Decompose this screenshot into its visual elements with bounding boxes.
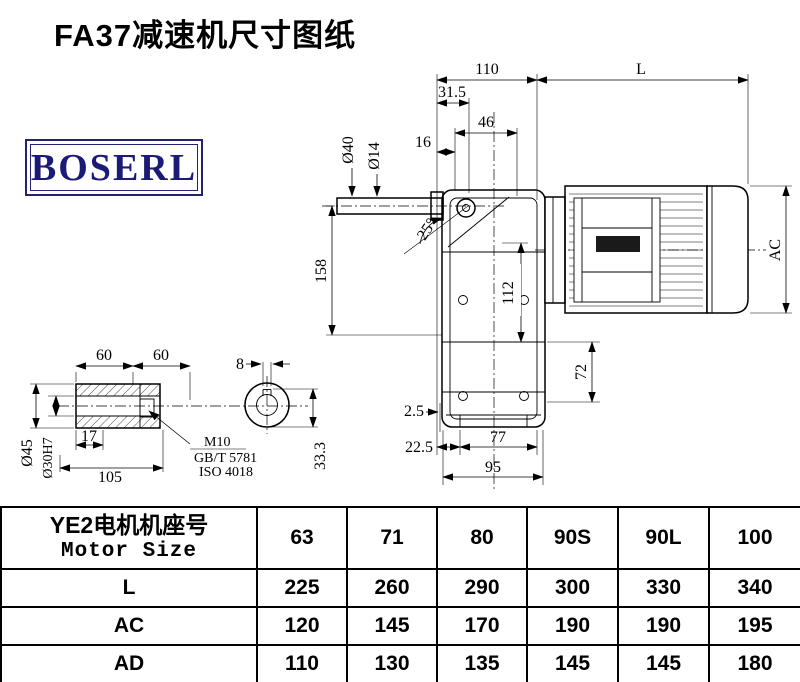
- dim-112: 112: [500, 281, 517, 304]
- gearbox-housing: [441, 189, 546, 428]
- header-col-63: 63: [256, 506, 348, 570]
- cell-AC-90s: 190: [526, 606, 619, 646]
- dim-31-5: 31.5: [438, 84, 466, 101]
- cell-AD-100: 180: [708, 644, 800, 682]
- row-label-AD: AD: [0, 644, 258, 682]
- dimension-drawing: 110 L 31.5 46 16 Ø40 Ø14 25° 158 112 AC …: [19, 61, 792, 490]
- dim-AC: AC: [767, 239, 784, 261]
- row-label-L: L: [0, 568, 258, 608]
- header-motor-size-cn: YE2电机机座号: [49, 511, 209, 538]
- logo-inner-border: [30, 144, 198, 191]
- header-motor-size-cell: YE2电机机座号 Motor Size: [0, 506, 258, 570]
- table-header-row: YE2电机机座号 Motor Size 63 71 80 90S 90L 100: [0, 506, 800, 570]
- cell-L-90l: 330: [617, 568, 710, 608]
- dim-72: 72: [573, 364, 590, 380]
- label-iso-4018: ISO 4018: [199, 465, 253, 480]
- cell-L-90s: 300: [526, 568, 619, 608]
- dim-16: 16: [415, 134, 431, 151]
- header-col-90s: 90S: [526, 506, 619, 570]
- table-row-AC: AC 120 145 170 190 190 195: [0, 606, 800, 646]
- cell-AC-80: 170: [436, 606, 528, 646]
- dim-dia45: Ø45: [19, 439, 36, 467]
- retaining-plate: [139, 398, 155, 418]
- motor-fan-cowl: [706, 185, 749, 314]
- motor-core-block: [596, 236, 640, 252]
- cell-AD-80: 135: [436, 644, 528, 682]
- label-m10: M10: [204, 435, 230, 450]
- dim-2-5: 2.5: [404, 403, 424, 420]
- hollow-shaft-detail: [75, 383, 161, 429]
- boserl-logo: BOSERL: [25, 139, 203, 196]
- header-motor-size-en: Motor Size: [60, 540, 198, 564]
- dim-dia14: Ø14: [366, 142, 383, 170]
- dim-60-right: 60: [153, 347, 169, 364]
- dim-L: L: [636, 61, 646, 78]
- header-col-90l: 90L: [617, 506, 710, 570]
- cell-L-71: 260: [346, 568, 438, 608]
- dim-dia40: Ø40: [340, 136, 357, 164]
- header-col-71: 71: [346, 506, 438, 570]
- dim-77: 77: [490, 429, 506, 446]
- cell-AD-71: 130: [346, 644, 438, 682]
- row-label-AC: AC: [0, 606, 258, 646]
- header-col-100: 100: [708, 506, 800, 570]
- cell-L-63: 225: [256, 568, 348, 608]
- cell-L-80: 290: [436, 568, 528, 608]
- page-title: FA37减速机尺寸图纸: [54, 18, 357, 53]
- cell-AD-63: 110: [256, 644, 348, 682]
- dim-22-5: 22.5: [405, 439, 433, 456]
- cell-AC-90l: 190: [617, 606, 710, 646]
- dim-46: 46: [478, 114, 494, 131]
- dim-dia30h7: Ø30H7: [41, 437, 56, 478]
- header-col-80: 80: [436, 506, 528, 570]
- cell-AD-90s: 145: [526, 644, 619, 682]
- cell-AC-71: 145: [346, 606, 438, 646]
- motor-size-table: YE2电机机座号 Motor Size 63 71 80 90S 90L 100…: [0, 506, 800, 682]
- boserl-logo-text: BOSERL: [30, 146, 198, 189]
- shaft-end-view: [244, 382, 290, 428]
- dim-17: 17: [81, 428, 97, 445]
- dim-33-3: 33.3: [312, 442, 329, 470]
- table-row-L: L 225 260 290 300 330 340: [0, 568, 800, 608]
- cell-AC-100: 195: [708, 606, 800, 646]
- dim-60-left: 60: [96, 347, 112, 364]
- dim-95: 95: [485, 459, 501, 476]
- dim-110: 110: [475, 61, 498, 78]
- motor: [544, 185, 749, 314]
- label-gbt-5781: GB/T 5781: [194, 451, 257, 466]
- dim-105: 105: [98, 469, 122, 486]
- cell-AC-63: 120: [256, 606, 348, 646]
- dim-158: 158: [313, 259, 330, 283]
- dim-8: 8: [236, 356, 244, 373]
- cell-L-100: 340: [708, 568, 800, 608]
- motor-flange: [544, 196, 566, 304]
- table-row-AD: AD 110 130 135 145 145 180: [0, 644, 800, 682]
- label-mask-112: [503, 264, 521, 316]
- cell-AD-90l: 145: [617, 644, 710, 682]
